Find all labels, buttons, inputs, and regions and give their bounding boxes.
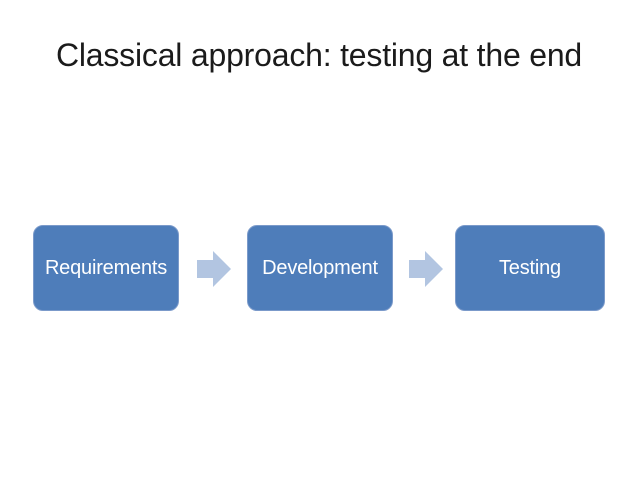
process-step-requirements: Requirements bbox=[33, 225, 179, 311]
right-arrow-icon bbox=[197, 251, 231, 287]
process-step-label: Requirements bbox=[44, 256, 168, 279]
process-step-label: Development bbox=[262, 256, 378, 279]
right-arrow-icon bbox=[409, 251, 443, 287]
process-step-testing: Testing bbox=[455, 225, 605, 311]
process-step-development: Development bbox=[247, 225, 393, 311]
process-step-label: Testing bbox=[499, 256, 561, 279]
slide-title: Classical approach: testing at the end bbox=[55, 37, 583, 73]
